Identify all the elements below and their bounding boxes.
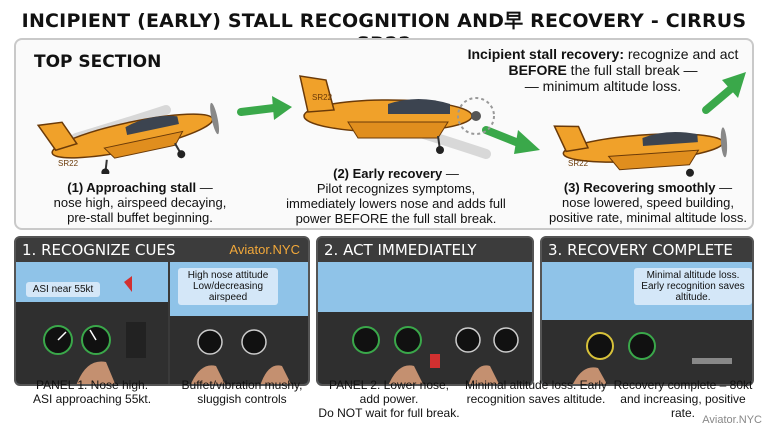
caption-altitude-line1: Minimal altitude loss. Early [464, 378, 608, 392]
caption-panel-2: PANEL 2. Lower nose, add power. Do NOT w… [314, 378, 464, 420]
panel-1-heading: 1. RECOGNIZE CUES [16, 238, 308, 262]
section-label: TOP SECTION [34, 52, 162, 72]
caption-buffet-line1: Buffet/vibration mushy, [181, 378, 303, 392]
arrow-icon [702, 72, 746, 114]
cockpit-scene-3 [318, 262, 532, 384]
step-1-text-2: pre-stall buffet beginning. [67, 210, 213, 225]
step-3-dash: — [715, 180, 733, 195]
cockpit-scene-1 [16, 262, 168, 384]
step-2-dash: — [442, 166, 459, 181]
tail-mark: SR22 [568, 159, 589, 168]
caption-altitude-line2: recognition saves altitude. [466, 392, 606, 406]
callout-before: BEFORE [508, 62, 567, 78]
arrow-icon [482, 126, 540, 154]
recovery-callout: Incipient stall recovery: recognize and … [454, 46, 752, 94]
panel-recovery-complete: 3. RECOVERY COMPLETE Minimal altitude lo… [540, 236, 754, 386]
callout-text: recognize and act [624, 46, 739, 62]
callout-bold: Incipient stall recovery: [467, 46, 624, 62]
tail-mark: SR22 [58, 159, 79, 168]
caption-buffet: Buffet/vibration mushy, sluggish control… [170, 378, 314, 406]
caption-panel-2-line1: PANEL 2. Lower nose, [328, 378, 450, 392]
cockpit-panels: 1. RECOGNIZE CUES Aviator.NYC ASI near 5… [14, 236, 754, 422]
arrow-icon [237, 96, 292, 120]
plane-2-illustration: SR22 [299, 75, 495, 154]
step-3-text-2: positive rate, minimal altitude loss. [549, 210, 747, 225]
step-2-text-3: power BEFORE the full stall break. [295, 211, 497, 226]
caption-recovery-line2: and increasing, positive rate. [620, 392, 746, 420]
step-2-caption: (2) Early recovery — Pilot recognizes sy… [276, 166, 516, 226]
step-3-caption: (3) Recovering smoothly — nose lowered, … [542, 180, 754, 225]
callout-line3: — minimum altitude loss. [524, 78, 682, 94]
callout-text-2: the full stall break — [566, 62, 698, 78]
plane-3-illustration: SR22 [553, 125, 728, 177]
alarm-icon [124, 276, 132, 292]
panel-recognize-cues: 1. RECOGNIZE CUES Aviator.NYC ASI near 5… [14, 236, 310, 386]
caption-buffet-line2: sluggish controls [197, 392, 287, 406]
step-2-text-2: immediately lowers nose and adds full [286, 196, 506, 211]
caption-panel-1-line2: ASI approaching 55kt. [32, 392, 152, 406]
watermark: Aviator.NYC [702, 414, 762, 426]
caption-panel-2-line3: Do NOT wait for full break. [318, 406, 460, 420]
step-3-title: (3) Recovering smoothly [563, 180, 716, 195]
top-section: TOP SECTION Incipient stall recovery: re… [14, 38, 754, 230]
nose-attitude-tag: High nose attitude Low/decreasing airspe… [178, 268, 278, 305]
step-1-dash: — [196, 180, 213, 195]
panel-act-immediately: 2. ACT IMMEDIATELY [316, 236, 534, 386]
step-1-caption: (1) Approaching stall — nose high, airsp… [30, 180, 250, 225]
panel-2-heading: 2. ACT IMMEDIATELY [318, 238, 532, 262]
caption-recovery-line1: Recovery complete – 80kt [613, 378, 753, 392]
plane-1-illustration: SR22 [36, 102, 220, 174]
step-1-text: nose high, airspeed decaying, [53, 195, 227, 210]
caption-panel-2-line2: add power. [359, 392, 419, 406]
caption-panel-1: PANEL 1. Nose high. ASI approaching 55kt… [18, 378, 166, 406]
step-2-title: (2) Early recovery [333, 166, 443, 181]
step-2-text: Pilot recognizes symptoms, [316, 181, 476, 196]
step-1-title: (1) Approaching stall [67, 180, 197, 195]
panel-3-heading: 3. RECOVERY COMPLETE [542, 238, 752, 262]
altitude-tag: Minimal altitude loss. Early recognition… [634, 268, 752, 305]
asi-tag: ASI near 55kt [26, 282, 100, 297]
brand-label: Aviator.NYC [229, 242, 300, 257]
caption-panel-1-line1: PANEL 1. Nose high. [35, 378, 149, 392]
caption-recovery: Recovery complete – 80kt and increasing,… [612, 378, 754, 420]
step-3-text: nose lowered, speed building, [561, 195, 734, 210]
tail-mark: SR22 [312, 93, 333, 102]
caption-altitude: Minimal altitude loss. Early recognition… [460, 378, 612, 406]
